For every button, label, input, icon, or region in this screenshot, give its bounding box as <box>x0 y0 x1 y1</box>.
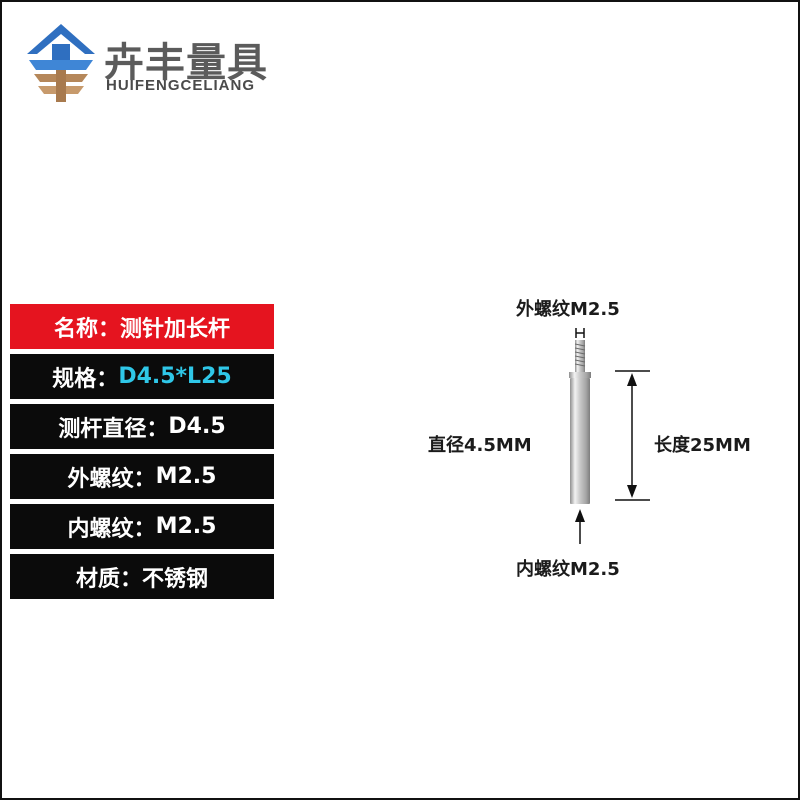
spec-row-diameter: 测杆直径： D4.5 <box>10 404 274 449</box>
rod-collar <box>569 372 591 378</box>
thread-lines <box>574 343 586 367</box>
spec-label: 材质： <box>75 566 142 592</box>
spec-row-outer-thread: 外螺纹： M2.5 <box>10 454 274 499</box>
spec-value: M2.5 <box>155 464 217 489</box>
spec-label: 规格： <box>52 366 119 392</box>
spec-row-size: 规格： D4.5*L25 <box>10 354 274 399</box>
length-label: 长度25MM <box>654 435 751 456</box>
logo-icon <box>24 22 98 108</box>
outer-thread-label: 外螺纹M2.5 <box>516 299 620 320</box>
spec-value: M2.5 <box>155 514 217 539</box>
brand-name: 卉丰量具 <box>104 40 268 86</box>
inner-thread-arrow <box>575 509 585 544</box>
spec-value: 测针加长杆 <box>120 316 231 342</box>
diameter-label: 直径4.5MM <box>428 435 532 456</box>
spec-label: 内螺纹： <box>67 516 156 542</box>
spec-value: 不锈钢 <box>142 566 209 592</box>
brand-name-english: HUIFENGCELIANG <box>106 77 255 94</box>
spec-table: 名称： 测针加长杆 规格： D4.5*L25 测杆直径： D4.5 外螺纹： M… <box>10 304 274 604</box>
spec-label: 外螺纹： <box>67 466 156 492</box>
spec-row-material: 材质： 不锈钢 <box>10 554 274 599</box>
length-dimension-arrow <box>615 370 650 501</box>
spec-value: D4.5*L25 <box>118 364 232 389</box>
spec-label: 名称： <box>53 316 120 342</box>
rod-body <box>570 378 590 504</box>
threaded-stud <box>575 340 585 372</box>
spec-value: D4.5 <box>168 414 226 439</box>
thread-width-marker <box>575 328 585 338</box>
spec-row-name: 名称： 测针加长杆 <box>10 304 274 349</box>
spec-label: 测杆直径： <box>58 416 169 442</box>
extension-rod-diagram <box>569 328 650 544</box>
inner-thread-label: 内螺纹M2.5 <box>516 559 620 580</box>
spec-row-inner-thread: 内螺纹： M2.5 <box>10 504 274 549</box>
